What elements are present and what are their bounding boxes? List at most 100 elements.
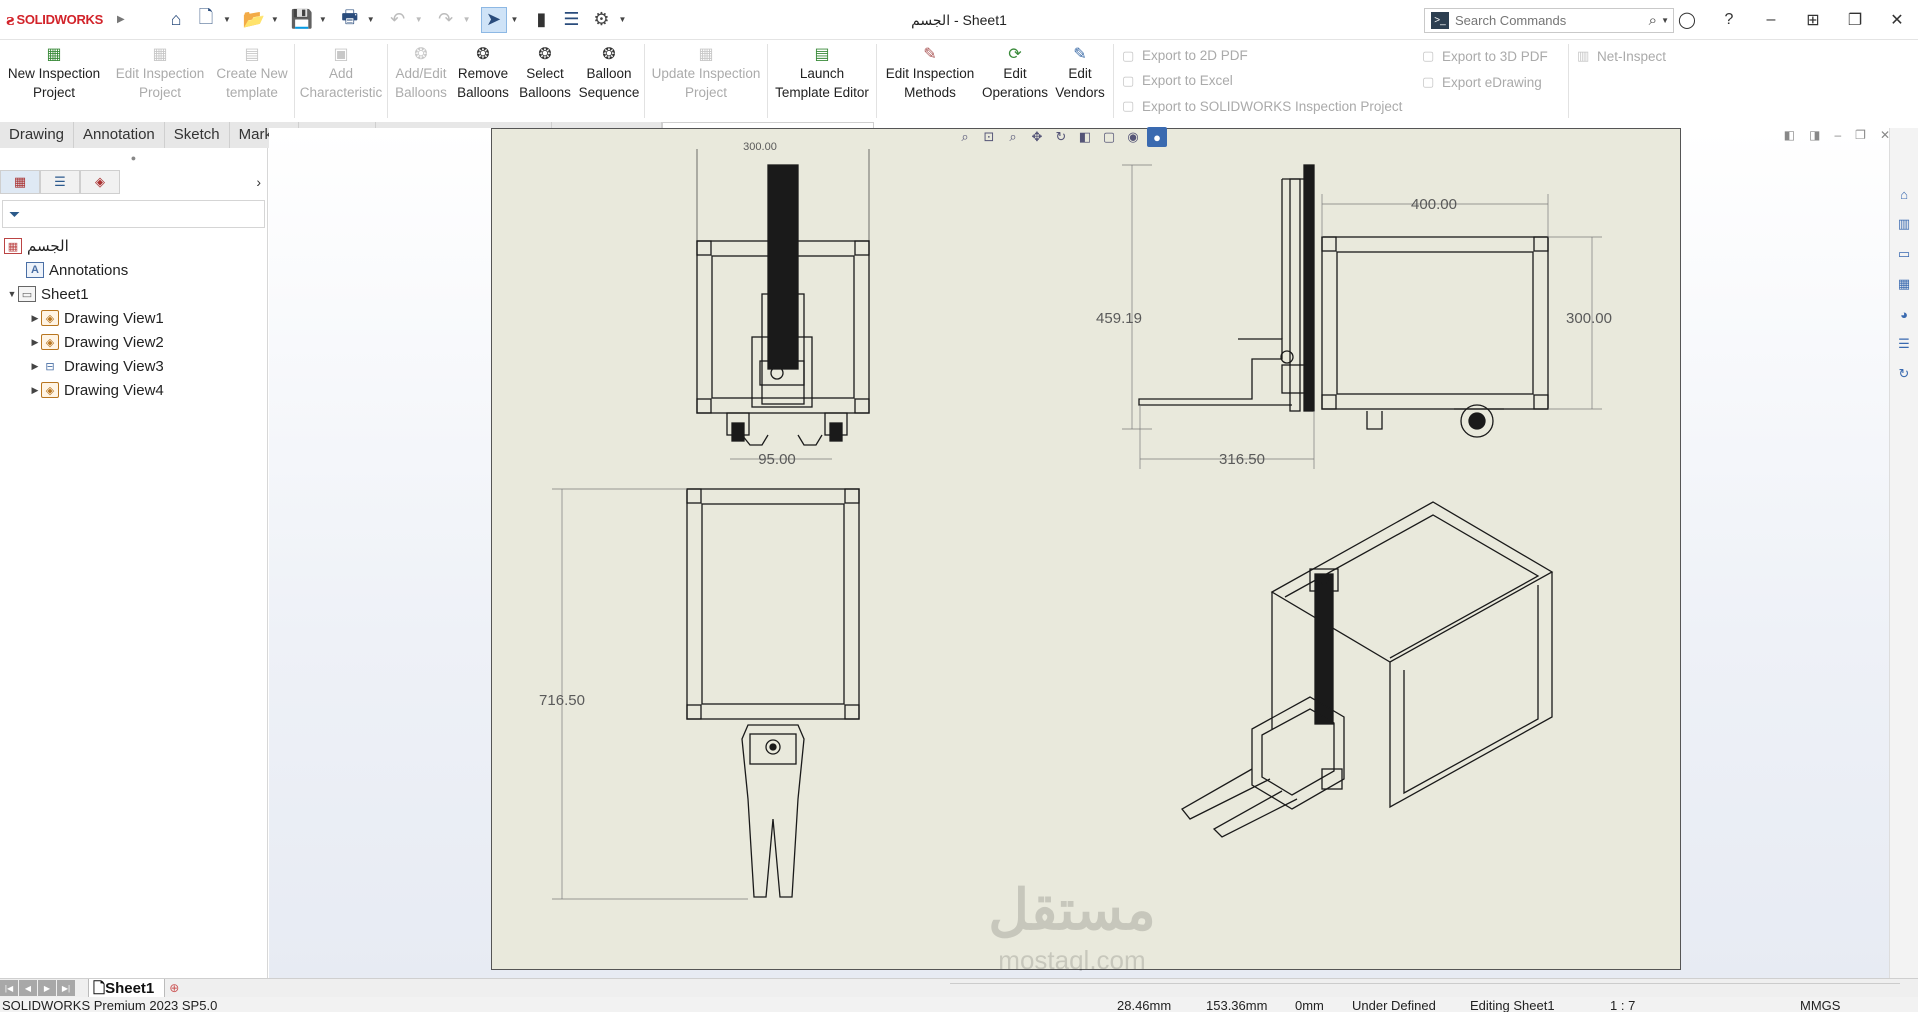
file-properties-icon[interactable]: ☰: [563, 9, 580, 29]
export-sw-inspection-button[interactable]: ▢Export to SOLIDWORKS Inspection Project: [1122, 98, 1403, 114]
solidworks-forum-icon[interactable]: ↻: [1898, 366, 1910, 381]
prev-sheet-icon[interactable]: ◀: [19, 980, 37, 996]
dim-cut-label[interactable]: 300.00: [743, 141, 777, 153]
export-excel-button[interactable]: ▢Export to Excel: [1122, 72, 1233, 89]
options-gear-icon[interactable]: ⚙: [593, 9, 610, 29]
tile-windows-icon[interactable]: ⊞: [1806, 12, 1820, 29]
tile-left-icon[interactable]: ◧: [1783, 128, 1796, 142]
tree-drawing-view[interactable]: ▶ ◈ Drawing View1: [0, 306, 267, 330]
export-2d-pdf-button[interactable]: ▢Export to 2D PDF: [1122, 47, 1248, 64]
undo-icon[interactable]: ↶: [390, 9, 406, 29]
front-view[interactable]: [696, 149, 870, 446]
dim-front-width-label[interactable]: 95.00: [758, 451, 796, 468]
edit-vendors-button[interactable]: ✎ Edit Vendors: [1055, 45, 1105, 101]
export-edrawing-button[interactable]: ▢Export eDrawing: [1422, 74, 1542, 90]
expand-arrow-icon[interactable]: ▶: [31, 360, 39, 371]
resources-home-icon[interactable]: ⌂: [1900, 186, 1908, 202]
edit-inspection-project-button[interactable]: ▦ Edit Inspection Project: [115, 45, 205, 101]
dim-top-length-label[interactable]: 716.50: [539, 692, 585, 709]
add-sheet-icon[interactable]: ⊕: [169, 981, 180, 995]
last-sheet-icon[interactable]: ▶|: [57, 980, 75, 996]
save-dropdown-icon[interactable]: ▼: [318, 15, 327, 24]
select-balloons-button[interactable]: ❂ Select Balloons: [519, 45, 571, 101]
net-inspect-button[interactable]: ▥Net-Inspect: [1577, 48, 1667, 64]
dim-width-label[interactable]: 400.00: [1411, 196, 1457, 213]
select-dropdown-icon[interactable]: ▼: [510, 15, 519, 24]
editing-label[interactable]: Editing Sheet1: [1470, 998, 1555, 1012]
sheet-tab[interactable]: 🗋Sheet1: [88, 978, 166, 998]
tab-annotation[interactable]: Annotation: [74, 122, 165, 148]
sheet-scale[interactable]: 1 : 7: [1610, 998, 1636, 1012]
first-sheet-icon[interactable]: |◀: [0, 980, 18, 996]
redo-icon[interactable]: ↷: [438, 9, 454, 29]
expand-pane-icon[interactable]: ›: [256, 174, 261, 190]
restore-icon[interactable]: ❐: [1847, 12, 1863, 29]
open-dropdown-icon[interactable]: ▼: [270, 15, 279, 24]
menu-flyout-icon[interactable]: ▶: [117, 14, 125, 25]
drawing-sheet[interactable]: 300.00 400.00 459.19 300.00 316.50 95.00…: [491, 128, 1681, 971]
pane-grip[interactable]: ●: [130, 153, 137, 163]
feature-tree-tab-icon[interactable]: ▦: [0, 170, 40, 194]
expand-arrow-icon[interactable]: ▶: [31, 312, 39, 323]
rotate-icon[interactable]: ↻: [1055, 129, 1067, 144]
dim-total-height-label[interactable]: 459.19: [1096, 310, 1142, 327]
collapse-arrow-icon[interactable]: ▼: [7, 289, 17, 299]
update-inspection-project-button[interactable]: ▦ Update Inspection Project: [651, 45, 761, 101]
appearance-globe-icon[interactable]: ●: [1147, 127, 1167, 147]
tree-root[interactable]: ▦ الجسم: [0, 234, 267, 258]
tab-sketch[interactable]: Sketch: [164, 122, 230, 148]
pan-icon[interactable]: ✥: [1031, 129, 1043, 144]
search-dropdown-icon[interactable]: ▼: [1661, 16, 1669, 25]
redo-dropdown-icon[interactable]: ▼: [462, 15, 471, 24]
search-input[interactable]: [1455, 13, 1649, 28]
launch-template-editor-button[interactable]: ▤ Launch Template Editor: [775, 45, 869, 101]
custom-properties-icon[interactable]: ☰: [1898, 336, 1910, 351]
print-dropdown-icon[interactable]: ▼: [366, 15, 375, 24]
search-commands-box[interactable]: >_ ⌕ ▼: [1424, 8, 1674, 33]
tree-filter-box[interactable]: ⏷: [2, 200, 265, 228]
print-icon[interactable]: 🖶: [341, 6, 359, 27]
save-icon[interactable]: 💾: [290, 9, 314, 29]
zoom-to-fit-icon[interactable]: ⌕: [961, 129, 969, 144]
appearances-icon[interactable]: ◕: [1900, 306, 1908, 322]
top-view[interactable]: [686, 488, 860, 898]
view-palette-icon[interactable]: ▦: [1897, 276, 1911, 291]
tab-drawing[interactable]: Drawing: [0, 122, 75, 148]
unit-system[interactable]: MMGS: [1800, 998, 1841, 1012]
dim-fork-length-label[interactable]: 316.50: [1219, 451, 1265, 468]
help-icon[interactable]: ?: [1724, 11, 1734, 28]
file-explorer-icon[interactable]: ▭: [1897, 246, 1911, 261]
remove-balloons-button[interactable]: ❂ Remove Balloons: [457, 45, 509, 101]
doc-restore-icon[interactable]: ❐: [1855, 128, 1866, 142]
next-sheet-icon[interactable]: ▶: [38, 980, 56, 996]
traffic-light-icon[interactable]: ▮: [536, 9, 547, 29]
doc-close-icon[interactable]: ✕: [1879, 128, 1890, 142]
undo-dropdown-icon[interactable]: ▼: [414, 15, 423, 24]
tile-right-icon[interactable]: ◨: [1809, 128, 1821, 142]
side-view[interactable]: [1138, 164, 1549, 438]
configuration-tab-icon[interactable]: ◈: [80, 170, 120, 194]
balloon-sequence-button[interactable]: ❂ Balloon Sequence: [578, 45, 640, 101]
display-style-icon[interactable]: ▢: [1102, 129, 1116, 144]
dim-box-height-label[interactable]: 300.00: [1566, 310, 1612, 327]
tree-drawing-view[interactable]: ▶ ⊟ Drawing View3: [0, 354, 267, 378]
horizontal-scrollbar[interactable]: [950, 983, 1900, 993]
expand-arrow-icon[interactable]: ▶: [31, 336, 39, 347]
minimize-icon[interactable]: –: [1766, 11, 1776, 28]
add-edit-balloons-button[interactable]: ❂ Add/Edit Balloons: [395, 45, 447, 101]
select-cursor-icon[interactable]: ➤: [480, 6, 507, 33]
close-icon[interactable]: ✕: [1890, 12, 1904, 29]
new-inspection-project-button[interactable]: ▦ New Inspection Project: [7, 45, 101, 101]
home-icon[interactable]: ⌂: [170, 9, 182, 29]
doc-minimize-icon[interactable]: –: [1834, 128, 1842, 142]
zoom-to-area-icon[interactable]: ⊡: [983, 129, 995, 144]
section-view-icon[interactable]: ◧: [1078, 129, 1092, 144]
new-dropdown-icon[interactable]: ▼: [223, 15, 231, 24]
add-characteristic-button[interactable]: ▣ Add Characteristic: [299, 45, 383, 101]
open-folder-icon[interactable]: 📂: [242, 9, 266, 29]
options-dropdown-icon[interactable]: ▼: [618, 15, 627, 24]
expand-arrow-icon[interactable]: ▶: [31, 384, 39, 395]
solidworks-logo[interactable]: ƨ SOLIDWORKS ▶: [6, 11, 141, 29]
new-document-icon[interactable]: 🗋: [198, 6, 214, 27]
search-icon[interactable]: ⌕: [1648, 12, 1658, 29]
